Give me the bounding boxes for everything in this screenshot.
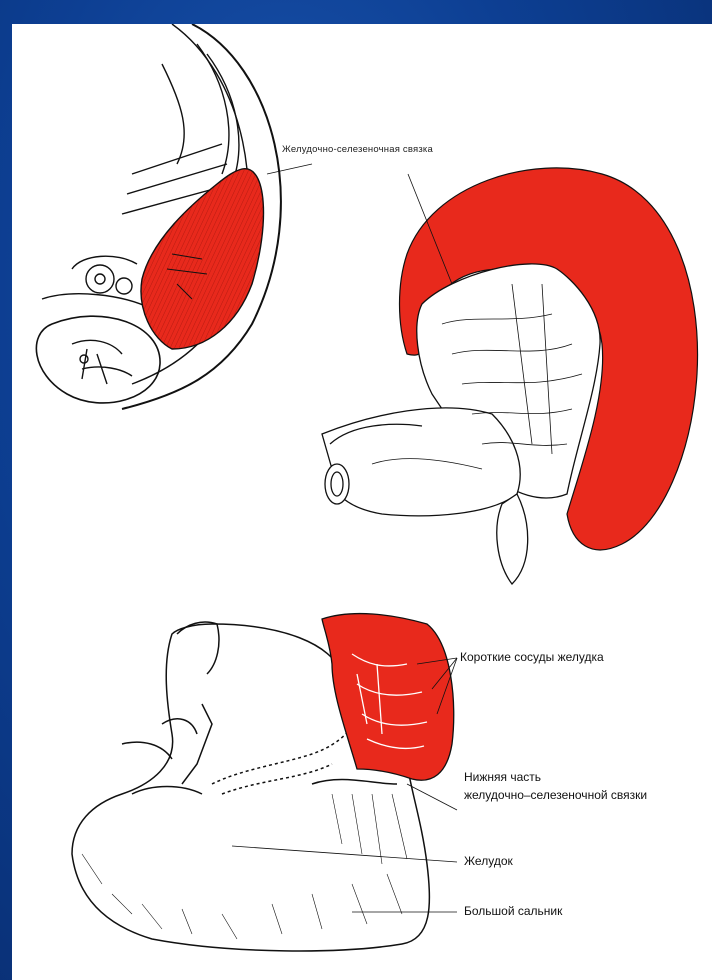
gastrosplenic-leader-line (267, 164, 312, 174)
spleen-small (322, 614, 454, 781)
label-gastrosplenic-ligament: Желудочно-селезеночная связка (282, 142, 433, 157)
label-lower-part-line1: Нижняя часть (464, 770, 541, 785)
figure-panel: Желудочно-селезеночная связка Короткие с… (12, 24, 712, 980)
label-short-gastric-vessels: Короткие сосуды желудка (460, 650, 604, 665)
label-stomach: Желудок (464, 854, 513, 869)
label-lower-part-line2: желудочно–селезеночной связки (464, 788, 647, 803)
stomach-vessels-figure (322, 264, 600, 584)
label-greater-omentum: Большой сальник (464, 904, 562, 919)
anatomy-illustration (12, 24, 712, 980)
